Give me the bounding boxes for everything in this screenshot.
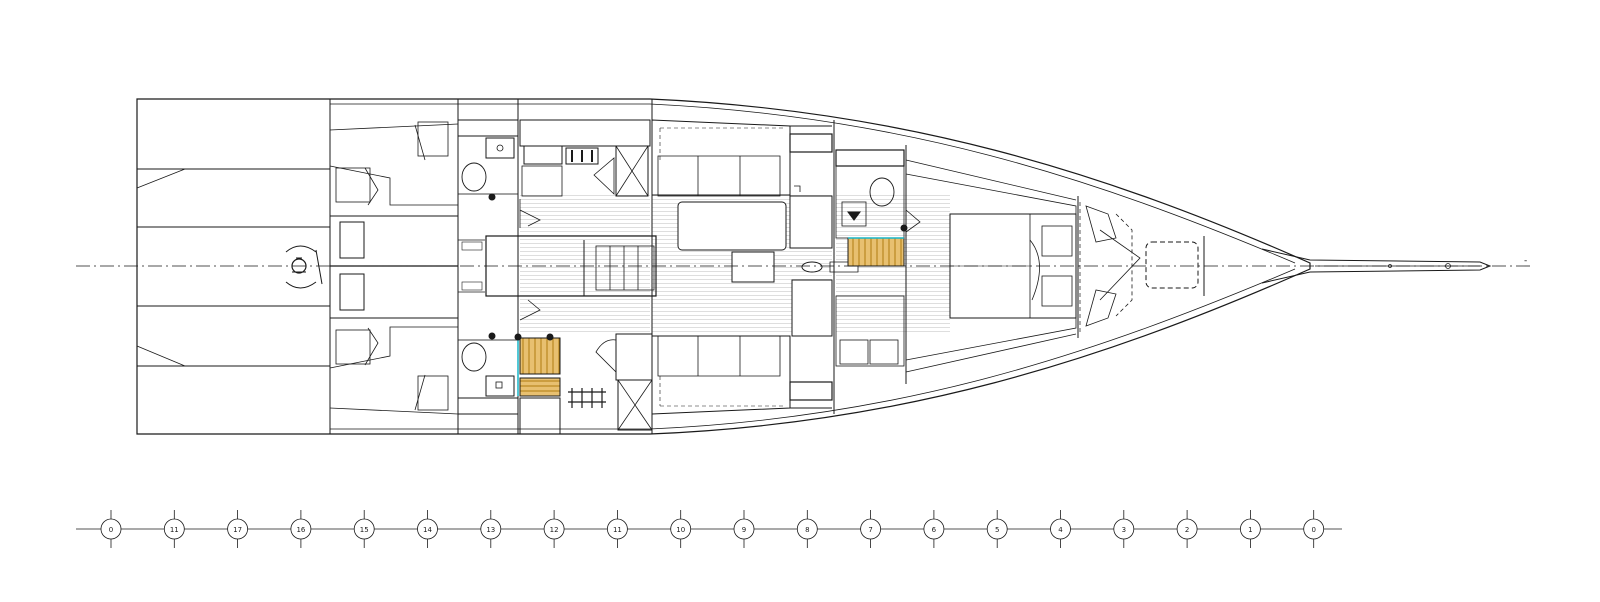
station-marker: 10 bbox=[670, 510, 692, 548]
station-circle bbox=[480, 518, 502, 540]
station-marker: 16 bbox=[290, 510, 312, 548]
station-circle bbox=[670, 518, 692, 540]
station-circle bbox=[543, 518, 565, 540]
hull-inner-sheer bbox=[330, 103, 1296, 430]
station-label: 5 bbox=[995, 526, 999, 534]
toilet-icon bbox=[461, 342, 487, 372]
station-marker: 6 bbox=[923, 510, 945, 548]
station-marker: 0 bbox=[100, 510, 122, 548]
saloon-settee-port bbox=[657, 155, 781, 197]
station-marker: 2 bbox=[1176, 510, 1198, 548]
station-label: 7 bbox=[868, 526, 872, 534]
station-label: 15 bbox=[360, 526, 369, 534]
forward-head bbox=[833, 120, 921, 414]
station-marker: 14 bbox=[417, 510, 438, 548]
station-label: 2 bbox=[1185, 526, 1189, 534]
toilet-icon bbox=[869, 177, 895, 207]
station-label: 11 bbox=[613, 526, 622, 534]
station-label: 0 bbox=[109, 526, 113, 534]
station-label: 11 bbox=[170, 526, 179, 534]
fore-peak bbox=[1077, 196, 1205, 338]
station-label: 17 bbox=[233, 526, 242, 534]
station-marker: 9 bbox=[733, 510, 755, 548]
station-circle bbox=[163, 518, 185, 540]
station-marker: 8 bbox=[796, 510, 818, 548]
station-label: 13 bbox=[486, 526, 495, 534]
station-label: 4 bbox=[1058, 526, 1063, 534]
saloon-table bbox=[677, 201, 787, 251]
station-label: 6 bbox=[932, 526, 937, 534]
companionway-stairs bbox=[583, 240, 655, 296]
station-circle bbox=[1113, 518, 1135, 540]
companionway-stair-lower bbox=[519, 337, 561, 375]
hanging-locker-hooks bbox=[568, 388, 606, 408]
station-marker: 15 bbox=[353, 510, 375, 548]
station-label: 1 bbox=[1248, 526, 1252, 534]
station-circle bbox=[733, 518, 755, 540]
station-marker: 4 bbox=[1050, 510, 1071, 548]
station-circle bbox=[417, 518, 438, 540]
aft-heads bbox=[457, 119, 519, 415]
aft-cockpit bbox=[136, 99, 331, 434]
station-label: 0 bbox=[1311, 526, 1315, 534]
station-label: 9 bbox=[742, 526, 746, 534]
station-marker: 13 bbox=[480, 510, 502, 548]
steering-pedestal-icon bbox=[285, 245, 323, 289]
forward-stair bbox=[847, 237, 905, 267]
station-circle bbox=[796, 518, 818, 540]
station-marker: 1 bbox=[1240, 510, 1261, 548]
station-circle bbox=[1240, 518, 1261, 540]
station-circle bbox=[1303, 518, 1325, 540]
station-marker: 12 bbox=[543, 510, 565, 548]
station-circle bbox=[923, 518, 945, 540]
station-marker: 11 bbox=[607, 510, 628, 548]
station-marker: 5 bbox=[986, 510, 1008, 548]
saloon bbox=[651, 99, 859, 434]
galley bbox=[485, 119, 657, 435]
bowsprit bbox=[1261, 248, 1492, 284]
saloon-settee-starboard bbox=[657, 335, 781, 377]
station-label: 3 bbox=[1122, 526, 1126, 534]
station-circle bbox=[860, 518, 881, 540]
station-circle bbox=[100, 518, 122, 540]
aft-cabins bbox=[329, 99, 519, 434]
station-circle bbox=[227, 518, 249, 540]
station-label: 12 bbox=[550, 526, 559, 534]
station-label: 14 bbox=[423, 526, 432, 534]
station-circle bbox=[290, 518, 312, 540]
forward-hatch bbox=[1145, 241, 1199, 289]
station-circle bbox=[986, 518, 1008, 540]
station-circle bbox=[1050, 518, 1071, 540]
station-circle bbox=[353, 518, 375, 540]
hull-outline bbox=[136, 98, 1311, 435]
bow-tag: - bbox=[1524, 256, 1527, 266]
toilet-icon bbox=[461, 162, 487, 192]
station-marker: 17 bbox=[227, 510, 249, 548]
station-circle bbox=[1176, 518, 1198, 540]
station-marker: 11 bbox=[163, 510, 185, 548]
station-marker: 0 bbox=[1303, 510, 1325, 548]
station-label: 8 bbox=[805, 526, 809, 534]
stove-icon bbox=[565, 147, 599, 165]
station-label: 16 bbox=[296, 526, 305, 534]
station-label: 10 bbox=[676, 526, 685, 534]
station-marker: 3 bbox=[1113, 510, 1135, 548]
station-marker: 7 bbox=[860, 510, 881, 548]
station-circle bbox=[607, 518, 628, 540]
